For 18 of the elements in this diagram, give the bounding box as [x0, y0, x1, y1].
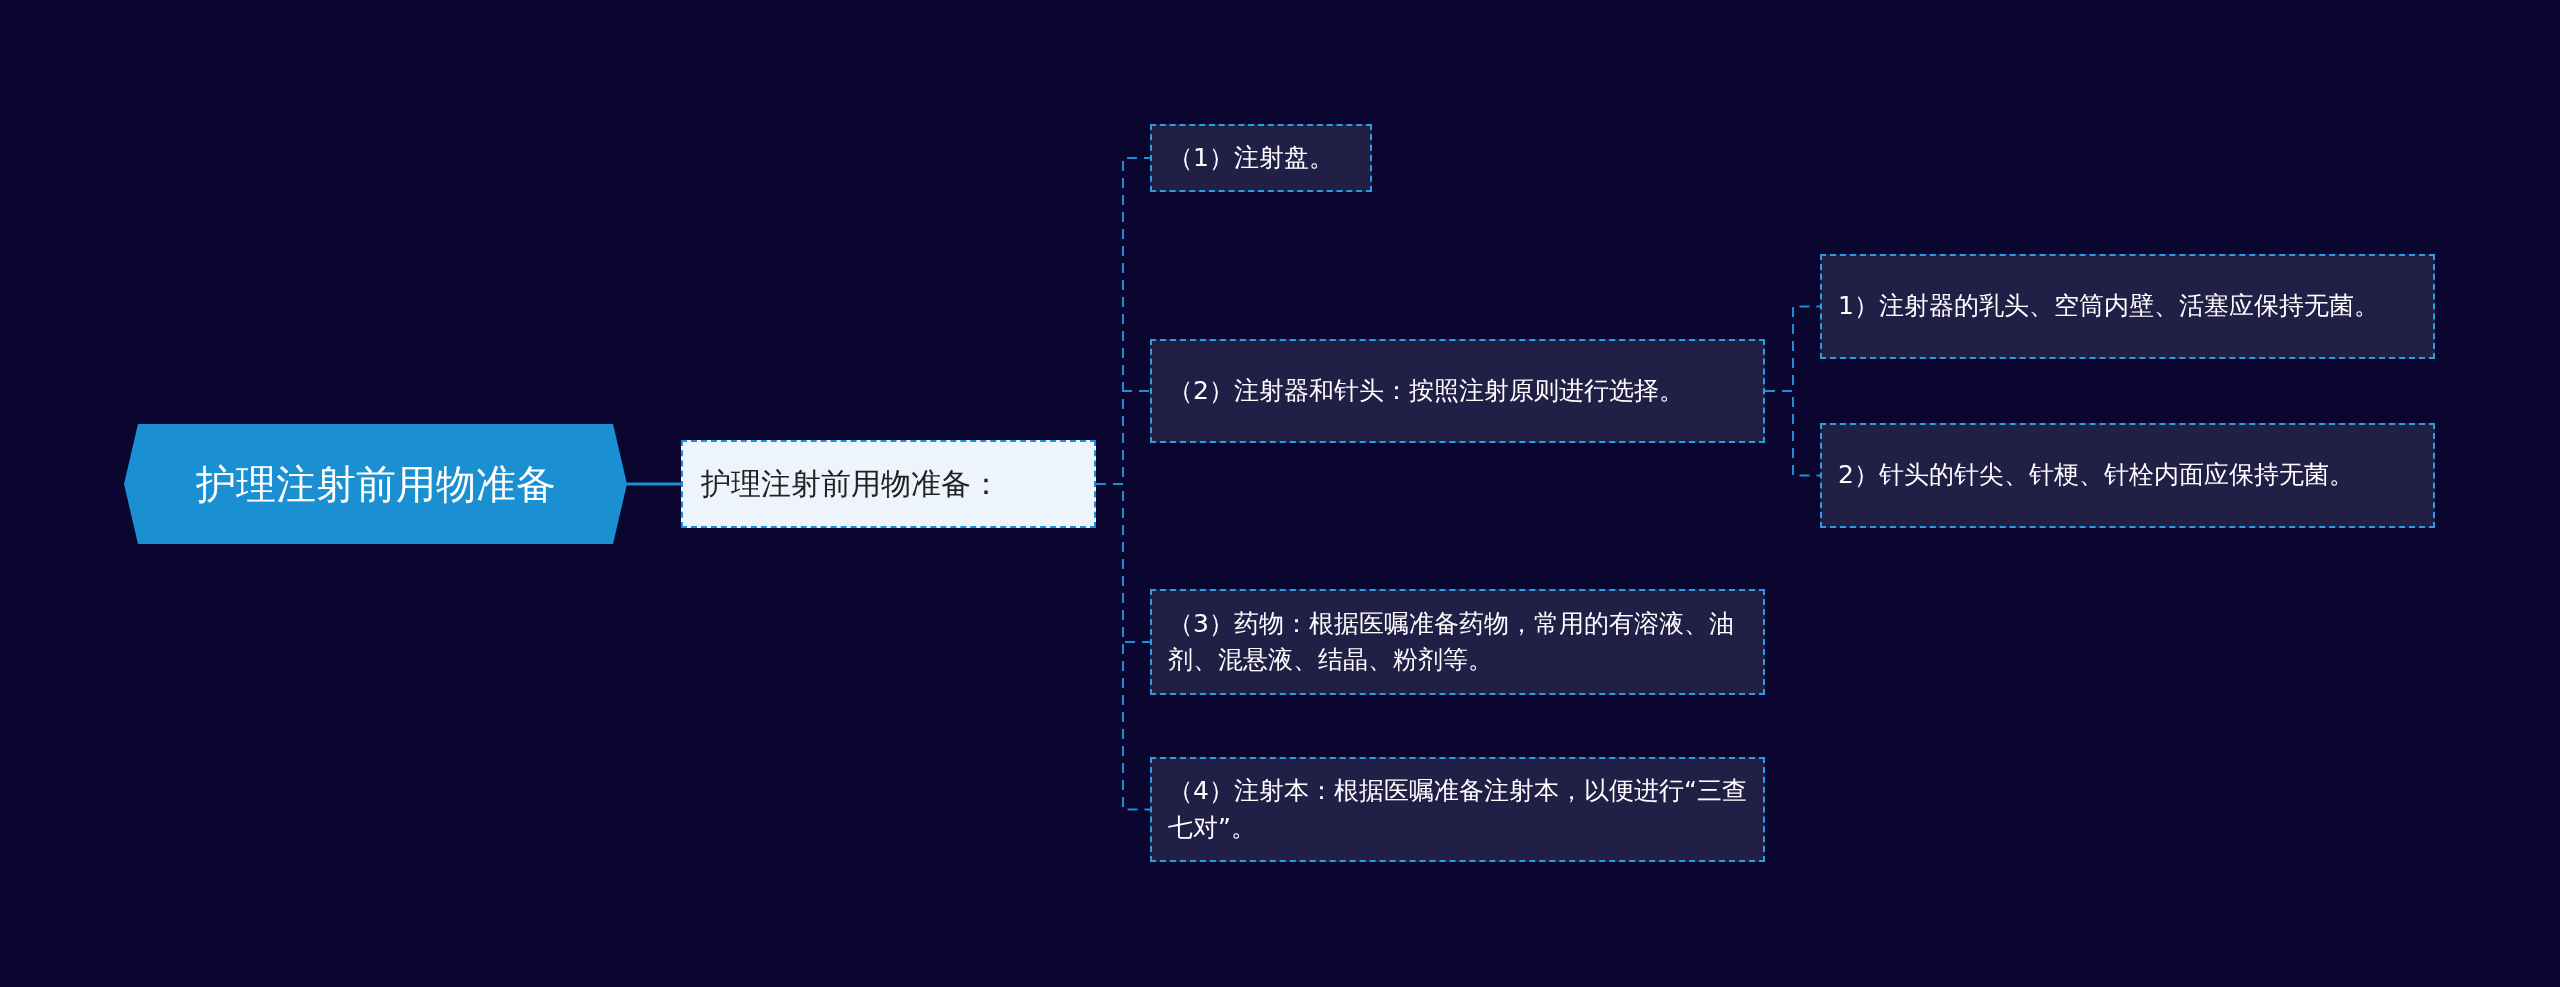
topic-text: 护理注射前用物准备 — [195, 460, 556, 509]
subtopic-box — [1150, 124, 1372, 192]
subtopic-box — [1150, 339, 1765, 443]
topic-text: 1）注射器的乳头、空筒内壁、活塞应保持无菌。 — [1838, 290, 2379, 323]
topic-text: （1）注射盘。 — [1168, 141, 1334, 174]
topic-box — [681, 440, 1096, 528]
subtopic-box — [1150, 757, 1765, 862]
connector-line — [1764, 390, 1821, 477]
connector-line — [1095, 483, 1151, 811]
topic-text: 护理注射前用物准备： — [701, 465, 1001, 504]
topic-text: （2）注射器和针头：按照注射原则进行选择。 — [1168, 374, 1684, 407]
topic-text: （4）注射本：根据医嘱准备注射本，以便进行“三查七对”。 — [1168, 775, 1747, 844]
subtopic-box — [1820, 254, 2435, 359]
connector-line — [627, 482, 681, 486]
topic-text: 2）针头的针尖、针梗、针栓内面应保持无菌。 — [1838, 459, 2354, 492]
subtopic-box — [1820, 423, 2435, 528]
subtopic-box — [1150, 589, 1765, 695]
topic-text: （3）药物：根据医嘱准备药物，常用的有溶液、油剂、混悬液、结晶、粉剂等。 — [1168, 607, 1735, 676]
